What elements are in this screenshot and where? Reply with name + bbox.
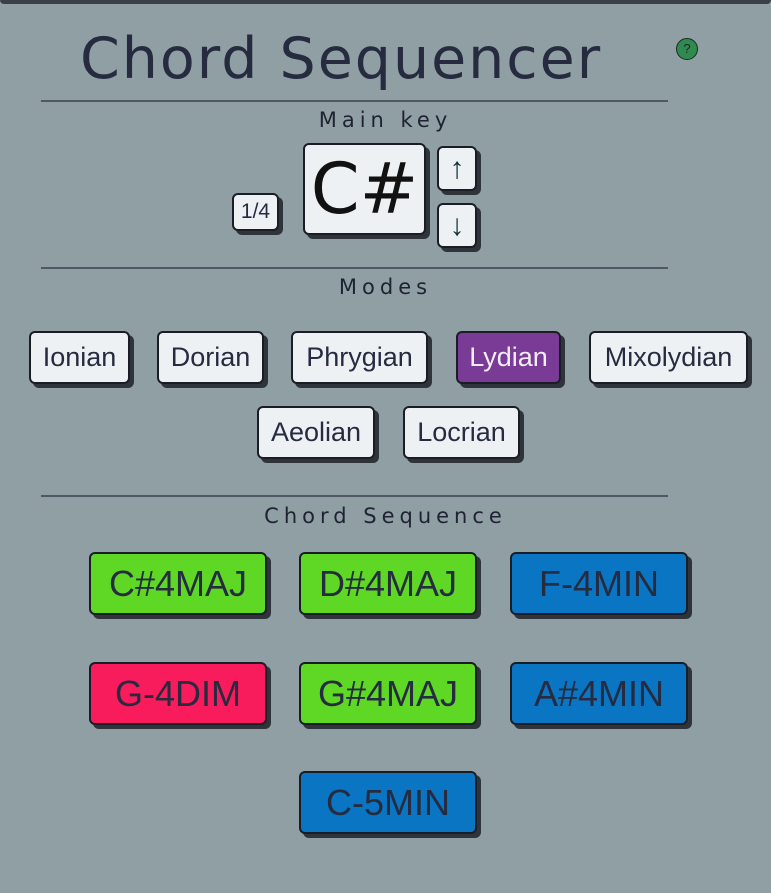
modes-label: Modes [338,275,433,299]
divider-chords [41,495,668,497]
window-top-bar [0,0,771,4]
chord-button-6[interactable]: A#4MIN [510,662,688,725]
chord-button-2[interactable]: D#4MAJ [299,552,477,615]
mode-button-mixolydian[interactable]: Mixolydian [589,331,748,384]
mode-button-locrian[interactable]: Locrian [403,406,520,459]
key-up-button[interactable]: ↑ [437,146,477,191]
app-title: Chord Sequencer [80,26,603,92]
help-icon[interactable]: ? [676,38,698,60]
main-key-display: C# [303,143,426,235]
main-key-label: Main key [318,108,453,132]
divider-top [41,100,668,102]
mode-button-aeolian[interactable]: Aeolian [257,406,375,459]
chord-button-3[interactable]: F-4MIN [510,552,688,615]
chord-button-5[interactable]: G#4MAJ [299,662,477,725]
mode-button-ionian[interactable]: Ionian [29,331,130,384]
chord-button-7[interactable]: C-5MIN [299,771,477,834]
chord-sequence-label: Chord Sequence [264,504,507,528]
mode-button-dorian[interactable]: Dorian [157,331,264,384]
chord-button-4[interactable]: G-4DIM [89,662,267,725]
key-down-button[interactable]: ↓ [437,203,477,248]
divider-modes [41,267,668,269]
arrow-up-icon: ↑ [449,151,465,185]
chord-button-1[interactable]: C#4MAJ [89,552,267,615]
mode-button-lydian[interactable]: Lydian [456,331,561,384]
arrow-down-icon: ↓ [449,208,465,242]
mode-button-phrygian[interactable]: Phrygian [291,331,428,384]
key-counter: 1/4 [232,193,279,231]
